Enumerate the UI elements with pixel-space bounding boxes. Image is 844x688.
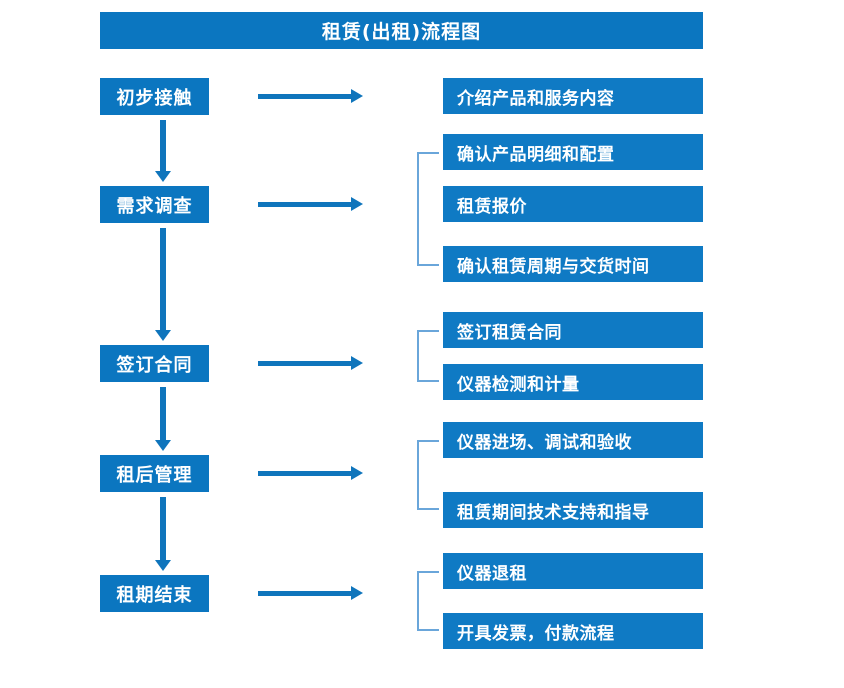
flow-arrow-down-1	[155, 120, 171, 182]
group-bracket-1	[417, 152, 439, 266]
arrow-head	[155, 330, 171, 341]
detail-label: 租赁报价	[457, 196, 527, 217]
arrow-head	[351, 356, 363, 370]
arrow-head	[351, 89, 363, 103]
detail-box-9[interactable]: 仪器退租	[443, 553, 703, 589]
arrow-shaft	[160, 497, 166, 560]
detail-arrow-right-5	[258, 586, 363, 600]
detail-box-8[interactable]: 租赁期间技术支持和指导	[443, 492, 703, 528]
arrow-shaft	[160, 387, 166, 440]
detail-arrow-right-2	[258, 197, 363, 211]
detail-label: 确认产品明细和配置	[457, 144, 615, 165]
stage-label: 签订合同	[116, 354, 193, 376]
stage-box-3[interactable]: 签订合同	[100, 345, 209, 382]
flow-arrow-down-3	[155, 387, 171, 451]
chart-title-banner: 租赁(出租)流程图	[100, 12, 703, 49]
arrow-head	[155, 171, 171, 182]
arrow-head	[351, 466, 363, 480]
detail-label: 仪器退租	[457, 563, 527, 584]
detail-box-5[interactable]: 签订租赁合同	[443, 312, 703, 348]
arrow-head	[155, 440, 171, 451]
arrow-shaft	[258, 591, 351, 596]
stage-box-4[interactable]: 租后管理	[100, 455, 209, 492]
stage-box-5[interactable]: 租期结束	[100, 575, 209, 612]
detail-box-10[interactable]: 开具发票，付款流程	[443, 613, 703, 649]
arrow-shaft	[258, 471, 351, 476]
detail-box-4[interactable]: 确认租赁周期与交货时间	[443, 246, 703, 282]
arrow-shaft	[160, 120, 166, 171]
chart-title-text: 租赁(出租)流程图	[321, 21, 482, 43]
detail-label: 租赁期间技术支持和指导	[457, 502, 650, 523]
detail-label: 签订租赁合同	[457, 322, 562, 343]
flow-arrow-down-2	[155, 228, 171, 341]
stage-label: 初步接触	[116, 87, 193, 109]
detail-box-3[interactable]: 租赁报价	[443, 186, 703, 222]
detail-label: 开具发票，付款流程	[457, 623, 615, 644]
arrow-head	[155, 560, 171, 571]
arrow-shaft	[258, 202, 351, 207]
detail-box-6[interactable]: 仪器检测和计量	[443, 364, 703, 400]
detail-arrow-right-4	[258, 466, 363, 480]
detail-label: 仪器检测和计量	[457, 374, 580, 395]
stage-box-1[interactable]: 初步接触	[100, 78, 209, 115]
group-bracket-4	[417, 571, 439, 631]
detail-box-7[interactable]: 仪器进场、调试和验收	[443, 422, 703, 458]
arrow-shaft	[258, 94, 351, 99]
flow-arrow-down-4	[155, 497, 171, 571]
arrow-shaft	[160, 228, 166, 330]
detail-box-1[interactable]: 介绍产品和服务内容	[443, 78, 703, 114]
detail-label: 介绍产品和服务内容	[457, 88, 615, 109]
arrow-head	[351, 586, 363, 600]
detail-arrow-right-3	[258, 356, 363, 370]
stage-label: 租后管理	[116, 464, 193, 486]
stage-label: 需求调查	[116, 195, 193, 217]
group-bracket-3	[417, 440, 439, 510]
detail-label: 仪器进场、调试和验收	[457, 432, 632, 453]
arrow-shaft	[258, 361, 351, 366]
stage-box-2[interactable]: 需求调查	[100, 186, 209, 223]
arrow-head	[351, 197, 363, 211]
detail-arrow-right-1	[258, 89, 363, 103]
detail-box-2[interactable]: 确认产品明细和配置	[443, 134, 703, 170]
detail-label: 确认租赁周期与交货时间	[457, 256, 650, 277]
group-bracket-2	[417, 330, 439, 382]
stage-label: 租期结束	[116, 584, 193, 606]
